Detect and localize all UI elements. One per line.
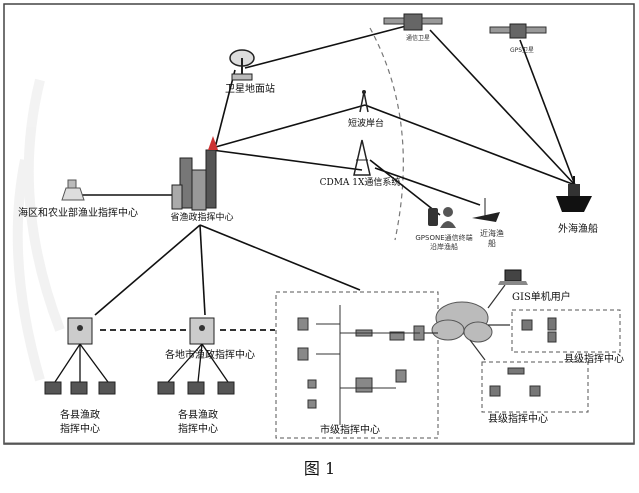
county-left-label: 各县渔政指挥中心	[60, 408, 100, 435]
ministry-label: 海区和农业部渔业指挥中心	[18, 206, 138, 219]
shortwave-tower-icon	[359, 90, 369, 113]
city-box-label: 市级指挥中心	[320, 423, 380, 436]
connection-lines	[78, 24, 576, 316]
computer-icons	[44, 381, 235, 395]
cloud-icon	[431, 301, 493, 343]
nearshore-boat-label: 近海渔船	[480, 228, 504, 248]
ministry-icon	[61, 179, 85, 201]
city-level-box	[275, 291, 439, 439]
county-links-left	[54, 343, 229, 383]
server-icon	[189, 317, 215, 345]
ground-station-label: 卫星地面站	[225, 82, 275, 95]
county-box-right-2	[481, 361, 589, 413]
cdma-label: CDMA 1X通信系统	[320, 176, 401, 188]
watermark	[12, 78, 65, 382]
cloud-links	[424, 284, 510, 361]
county-box-right-1	[511, 309, 621, 353]
gps-satellite-icon: GPS卫星	[489, 23, 547, 54]
nearshore-boat-icon	[472, 198, 500, 222]
mobile-user-label: GPSONE通信终端沿岸渔船	[415, 233, 472, 251]
city-centers-label: 各地市渔政指挥中心	[165, 348, 255, 361]
shortwave-label: 短波岸台	[348, 117, 384, 129]
offshore-boat-label: 外海渔船	[558, 222, 598, 235]
laptop-icon	[498, 269, 528, 285]
offshore-boat-icon	[556, 176, 592, 212]
satellite-comm-label: 通信卫星	[406, 34, 430, 42]
diagram-border	[3, 3, 635, 445]
server-icon	[67, 317, 93, 345]
provincial-label: 省渔政指挥中心	[170, 211, 233, 223]
county-right2-label: 县级指挥中心	[488, 412, 548, 425]
satellite-gps-label: GPS卫星	[510, 47, 534, 54]
county-right1-label: 县级指挥中心	[564, 352, 624, 365]
figure-caption: 图 1	[303, 459, 336, 478]
mobile-user-icon	[428, 207, 456, 228]
cdma-tower-icon	[353, 139, 371, 176]
ground-station-icon	[229, 49, 255, 81]
county-mid-label: 各县渔政指挥中心	[178, 408, 218, 435]
gis-user-label: GIS单机用户	[512, 290, 571, 303]
provincial-building-icon	[171, 136, 218, 211]
satellite-icon: 通信卫星	[383, 13, 443, 42]
